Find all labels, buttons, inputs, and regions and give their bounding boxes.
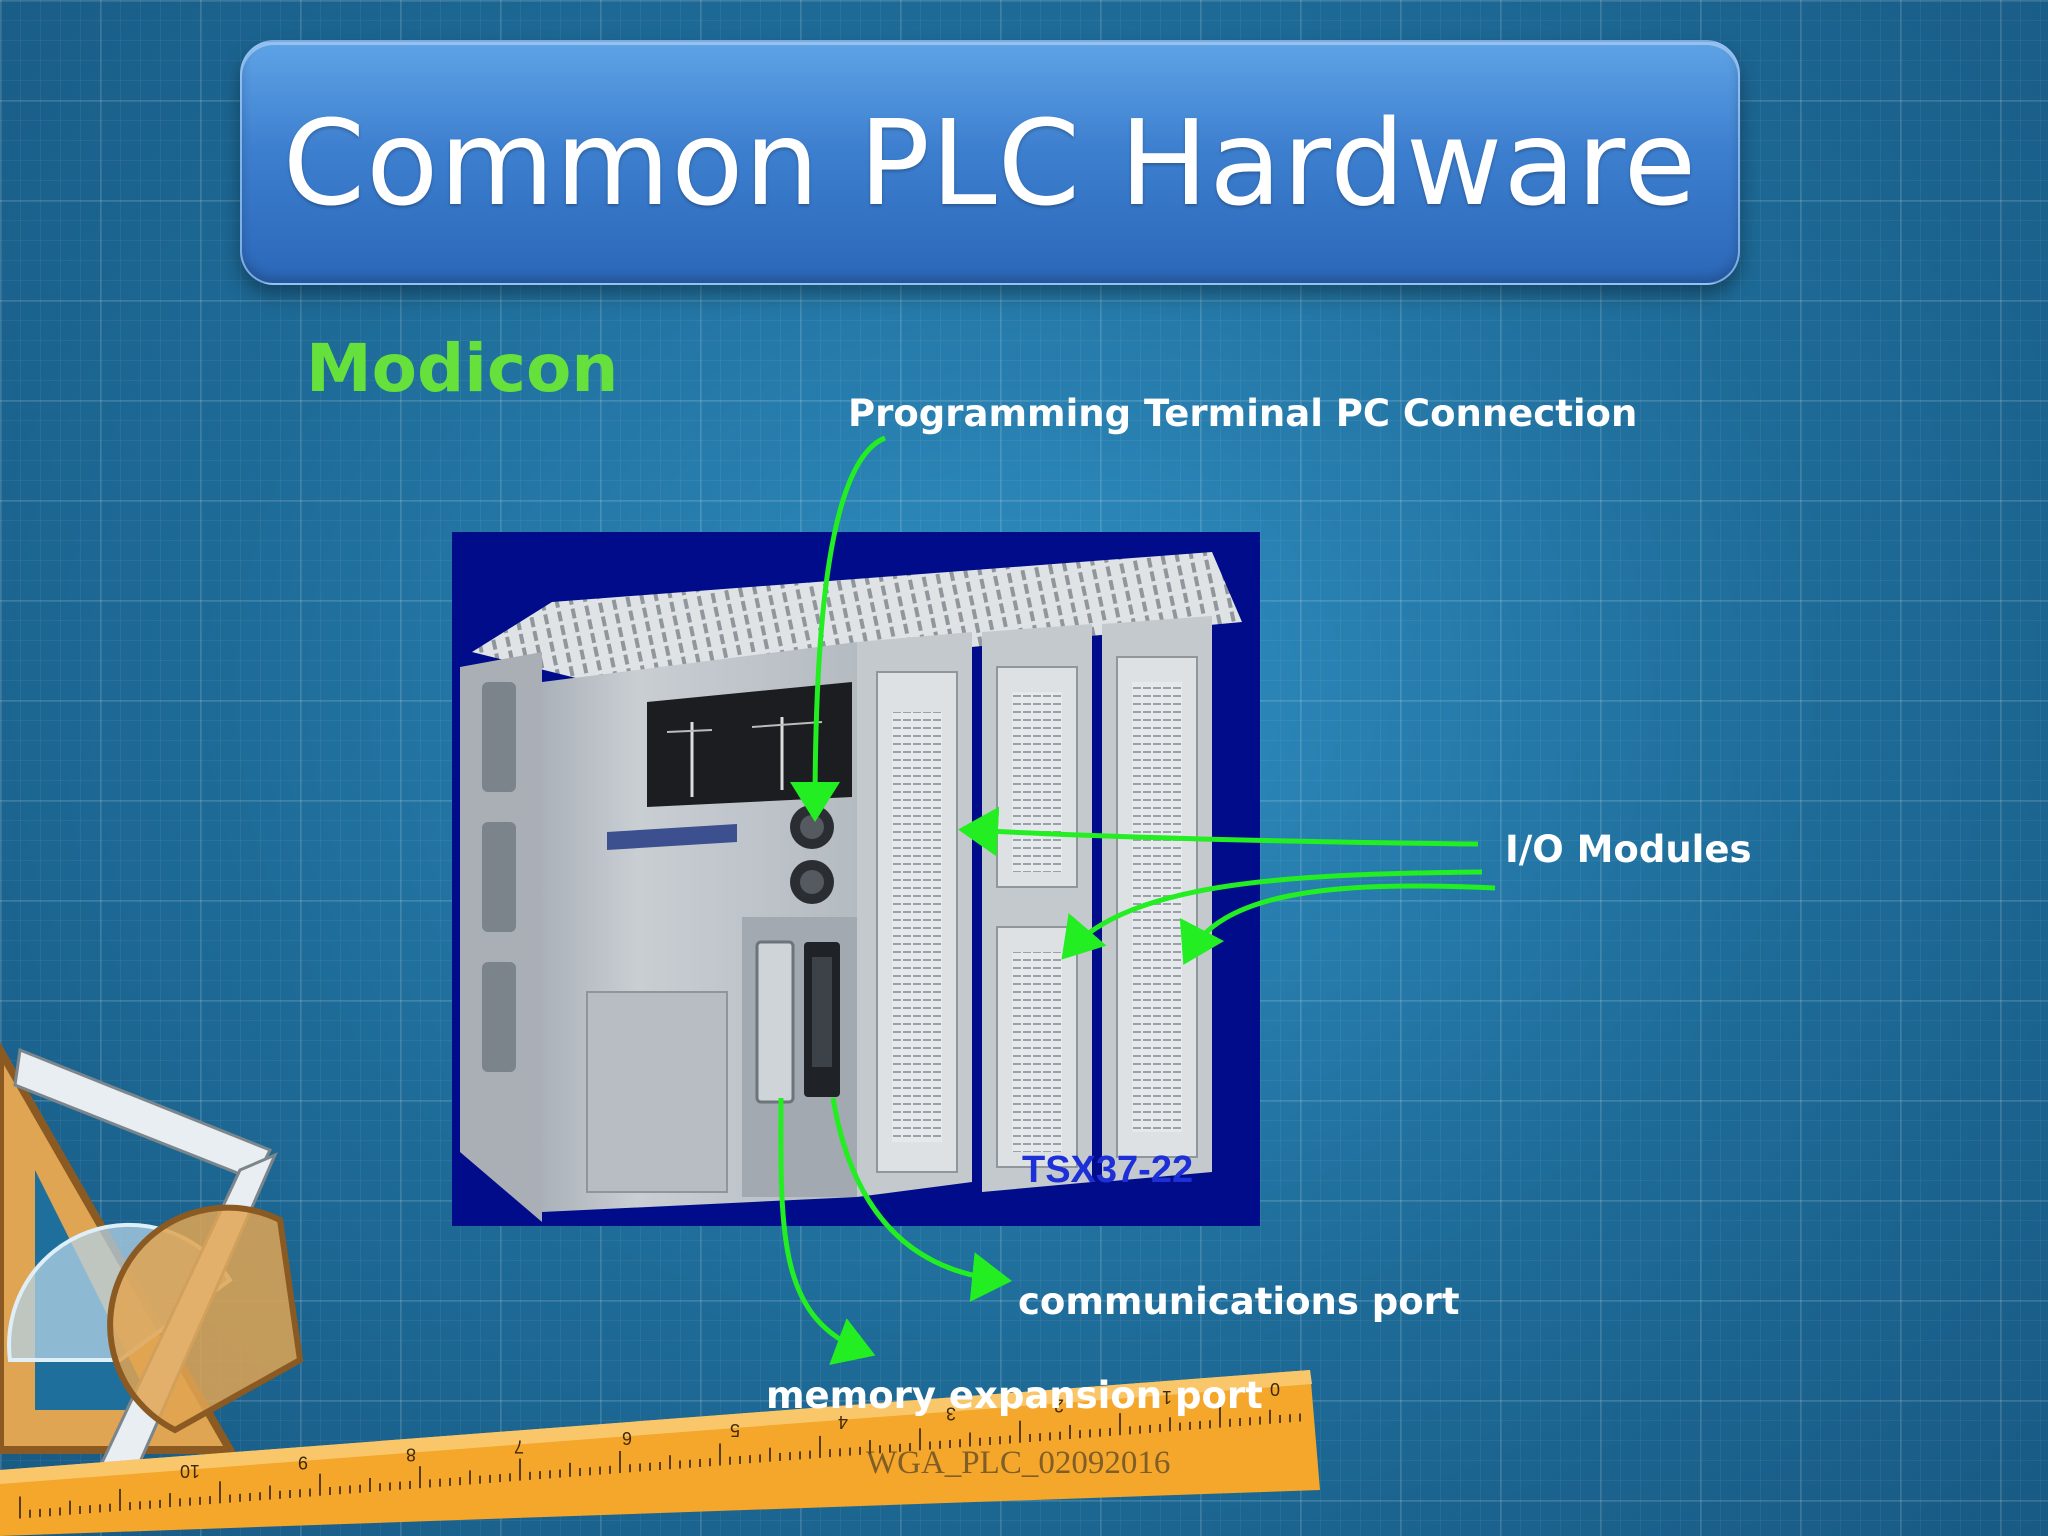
ruler-number: 3 [946,1404,956,1424]
callout-communications-port: communications port [1018,1280,1460,1323]
ruler-number: 2 [1054,1395,1064,1415]
ruler-number: 4 [838,1412,848,1432]
ruler-number: 1 [1162,1387,1172,1407]
plc-photo: TSX37-22 [452,532,1260,1226]
ruler-number: 10 [180,1461,200,1481]
brand-label: Modicon [306,330,619,407]
ruler-number: 5 [730,1420,740,1440]
callout-io-modules: I/O Modules [1505,828,1752,871]
slide-title: Common PLC Hardware [282,93,1698,232]
drafting-tools-illustration [0,1041,304,1532]
watermark-text: WGA_PLC_02092016 [866,1445,1171,1481]
plc-model-label: TSX37-22 [1022,1149,1193,1191]
title-banner: Common PLC Hardware [240,40,1740,285]
ruler-number: 7 [514,1436,524,1456]
ruler-number: 9 [298,1453,308,1473]
callout-memory-expansion-port: memory expansion port [766,1374,1263,1417]
ruler-number: 0 [1270,1379,1280,1399]
ruler-number: 8 [406,1444,416,1464]
callout-programming-terminal: Programming Terminal PC Connection [848,392,1638,435]
ruler-number: 6 [622,1428,632,1448]
